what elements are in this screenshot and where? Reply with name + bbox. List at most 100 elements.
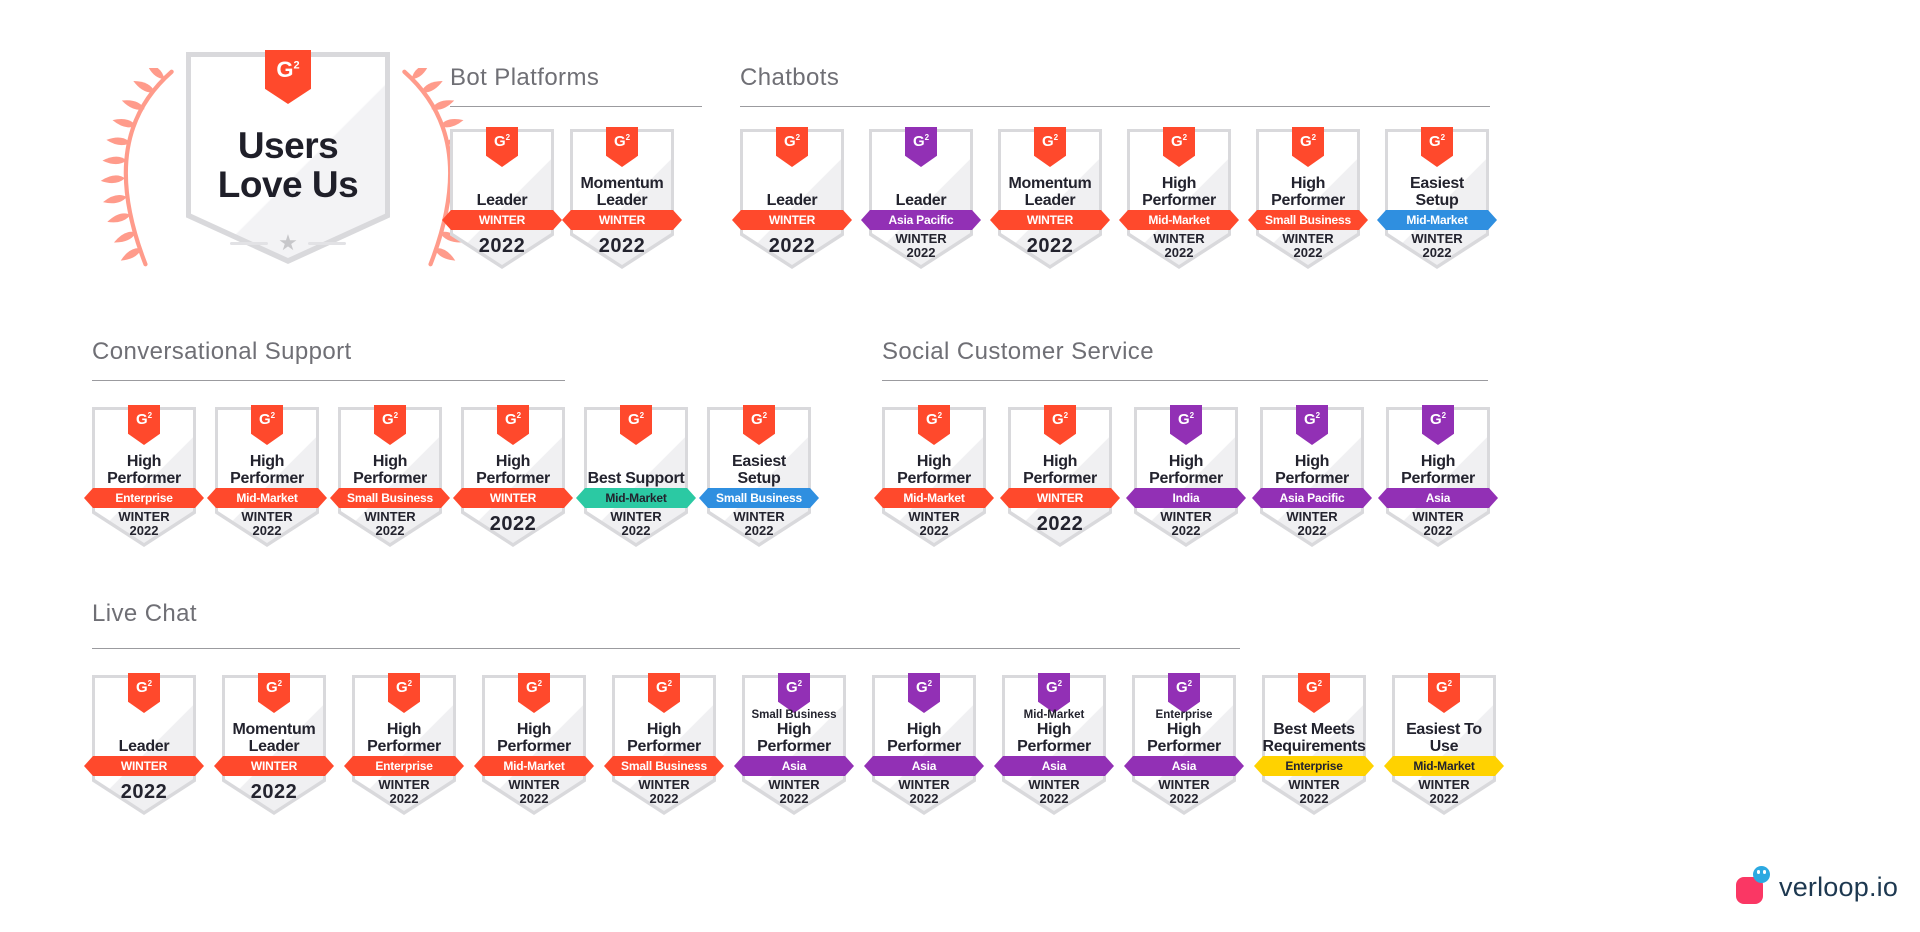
award-badge: G2 High Performer WINTER 2022 <box>1008 405 1112 547</box>
award-badge: G2 Momentum Leader WINTER 2022 <box>570 127 674 269</box>
section-title: Bot Platforms <box>450 64 600 91</box>
section-bot-platforms: Bot Platforms G2 Leader WINTER 2022 G2 M… <box>450 64 702 269</box>
badge-ribbon-label: WINTER <box>489 491 537 505</box>
badge-ribbon-label: Asia <box>1041 759 1067 773</box>
badge-season-year-line: 2022 <box>1164 245 1194 261</box>
badge-ribbon: WINTER <box>1000 488 1120 508</box>
badge-season-year-line: 2022 <box>129 523 159 539</box>
section-underline <box>92 380 565 381</box>
award-badge: G2 Small Business High Performer Asia WI… <box>742 673 846 815</box>
badge-title: Easiest To Use <box>1406 721 1482 756</box>
section-title: Conversational Support <box>92 338 352 365</box>
award-badge: G2 Enterprise High Performer Asia WINTER… <box>1132 673 1236 815</box>
section-social-customer-service: Social Customer Service G2 High Performe… <box>882 338 1490 547</box>
badge-season-year-line: WINTER <box>508 777 560 792</box>
section-underline <box>450 106 702 107</box>
badge-ribbon-label: India <box>1172 491 1200 505</box>
badge-ribbon-label: WINTER <box>768 213 816 227</box>
badge-ribbon-label: WINTER <box>250 759 298 773</box>
verloop-logo: verloop.io <box>1736 866 1898 904</box>
badge-season-year-line: WINTER <box>768 777 820 792</box>
badge-ribbon: Asia Pacific <box>861 210 981 230</box>
badge-season-year: 2022 <box>570 235 674 258</box>
badge-season-year: 2022 <box>222 781 326 804</box>
section-live-chat: Live Chat G2 Leader WINTER 2022 G2 Momen… <box>92 600 1496 815</box>
badge-season-year-line: 2022 <box>1036 513 1084 535</box>
badge-pretitle: Small Business <box>751 709 837 722</box>
badge-ribbon: Mid-Market <box>1377 210 1497 230</box>
badge-season-year-line: WINTER <box>1282 231 1334 246</box>
section-title: Social Customer Service <box>882 338 1154 365</box>
badge-season-year-line: WINTER <box>1160 509 1212 524</box>
section-underline <box>740 106 1490 107</box>
badge-title: Leader <box>476 192 528 210</box>
badge-season-year-line: WINTER <box>1412 509 1464 524</box>
badge-season-year-line: WINTER <box>895 231 947 246</box>
badge-season-year-line: WINTER <box>1028 777 1080 792</box>
badge-ribbon-label: Enterprise <box>115 491 173 505</box>
badge-title: Momentum Leader <box>232 721 316 756</box>
badge-title: Best Meets Requirements <box>1262 721 1366 756</box>
badge-row: G2 Leader WINTER 2022 G2 Momentum Leader… <box>450 127 702 269</box>
badge-season-year-line: 2022 <box>744 523 774 539</box>
badge-ribbon: WINTER <box>453 488 573 508</box>
badge-season-year-line: 2022 <box>1171 523 1201 539</box>
badge-season-year-line: 2022 <box>1423 523 1453 539</box>
badge-ribbon-label: WINTER <box>598 213 646 227</box>
badge-ribbon: Mid-Market <box>1384 756 1504 776</box>
badge-season-year: 2022 <box>740 235 844 258</box>
badge-season-year: 2022 <box>998 235 1102 258</box>
badge-season-year-line: 2022 <box>1026 235 1074 257</box>
badge-ribbon: WINTER <box>214 756 334 776</box>
badge-ribbon-label: Mid-Market <box>1406 213 1468 227</box>
badge-season-year-line: WINTER <box>898 777 950 792</box>
badge-season-year-line: 2022 <box>1169 791 1199 807</box>
award-badge: G2 Leader WINTER 2022 <box>740 127 844 269</box>
badge-title: High Performer <box>497 721 571 756</box>
badge-title: High Performer <box>1271 175 1345 210</box>
star-divider <box>186 232 390 254</box>
badge-season-year: 2022 <box>450 235 554 258</box>
badge-ribbon-label: Asia <box>781 759 807 773</box>
badge-ribbon-label: Enterprise <box>1285 759 1343 773</box>
badge-season-year-line: 2022 <box>389 791 419 807</box>
badge-ribbon-label: WINTER <box>1036 491 1084 505</box>
badge-season-year-line: 2022 <box>250 781 298 803</box>
badge-pretitle: Mid-Market <box>1023 709 1085 722</box>
badge-ribbon-label: Asia Pacific <box>1279 491 1345 505</box>
badge-row: G2 Leader WINTER 2022 G2 Momentum Leader… <box>92 673 1496 815</box>
badge-season-year-line: 2022 <box>252 523 282 539</box>
badge-season-year-line: WINTER <box>241 509 293 524</box>
badge-ribbon-label: Mid-Market <box>903 491 965 505</box>
badge-title: High Performer <box>887 721 961 756</box>
badge-ribbon: Enterprise <box>1254 756 1374 776</box>
badge-season-year-line: 2022 <box>478 235 526 257</box>
section-underline <box>882 380 1488 381</box>
badge-ribbon-label: Small Business <box>621 759 707 773</box>
badge-season-year-line: 2022 <box>519 791 549 807</box>
badge-ribbon-label: Small Business <box>1265 213 1351 227</box>
badge-season-year-line: 2022 <box>1422 245 1452 261</box>
badge-season-year-line: 2022 <box>1429 791 1459 807</box>
badge-title: High Performer <box>476 453 550 488</box>
badge-title: High Performer <box>757 721 831 756</box>
badge-title: Leader <box>766 192 818 210</box>
